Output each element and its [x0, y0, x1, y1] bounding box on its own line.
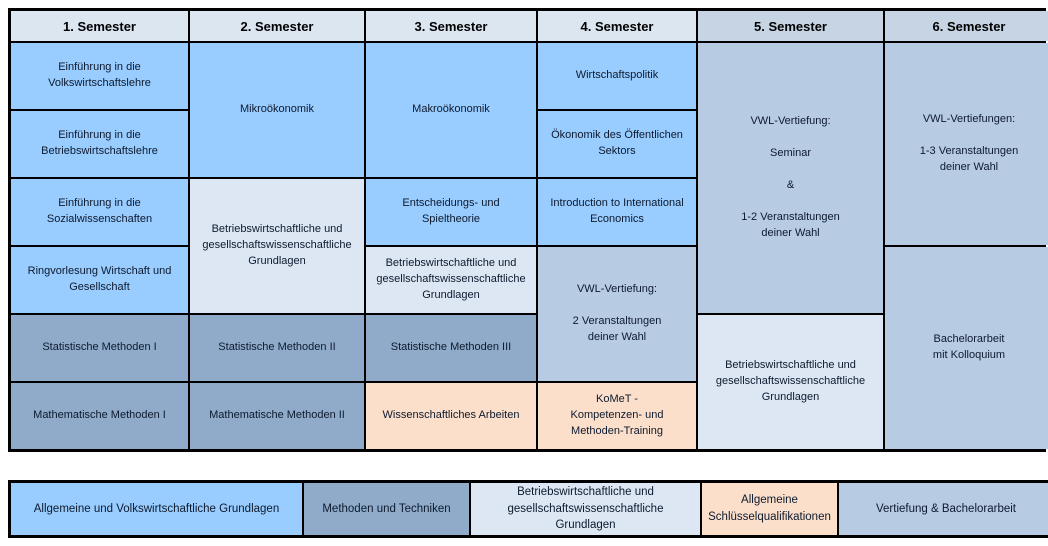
course-cell-mikrooekonomik: Mikroökonomik [190, 43, 364, 177]
course-cell-label: Mathematische Methoden I [33, 409, 166, 422]
course-cell-entscheidungstheorie: Entscheidungs- und Spieltheorie [366, 179, 536, 245]
semester-header-4: 4. Semester [538, 11, 696, 41]
legend-label: Allgemeine und Volkswirtschaftliche Grun… [33, 502, 280, 515]
course-cell-label: Mathematische Methoden II [209, 409, 345, 422]
legend-methoden: Methoden und Techniken [304, 483, 469, 535]
course-cell-label: Betriebswirtschaftliche und gesellschaft… [715, 359, 866, 403]
course-cell-statistik-3: Statistische Methoden III [366, 315, 536, 381]
course-cell-label: Betriebswirtschaftliche und gesellschaft… [376, 257, 526, 301]
legend-label: Allgemeine Schlüsselqualifikationen [708, 494, 831, 523]
category-legend: Allgemeine und Volkswirtschaftliche Grun… [8, 480, 1048, 538]
course-cell-label: Einführung in die Betriebswirtschaftsleh… [41, 129, 158, 157]
semester-header-2: 2. Semester [190, 11, 364, 41]
course-cell-label: Wirtschaftspolitik [575, 69, 659, 82]
legend-vertiefung: Vertiefung & Bachelorarbeit [839, 483, 1048, 535]
course-cell-label: Betriebswirtschaftliche und gesellschaft… [202, 223, 352, 267]
course-cell-label: VWL-Vertiefungen: 1-3 Veranstaltungen de… [919, 113, 1019, 173]
course-cell-vwl-vertiefung-sem5: VWL-Vertiefung: Seminar & 1-2 Veranstalt… [698, 43, 883, 313]
course-cell-einfuehrung-vwl: Einführung in die Volkswirtschaftslehre [11, 43, 188, 109]
semester-header-label: 5. Semester [754, 18, 827, 34]
course-cell-wirtschaftspolitik: Wirtschaftspolitik [538, 43, 696, 109]
course-cell-bwl-grundlagen-sem3: Betriebswirtschaftliche und gesellschaft… [366, 247, 536, 313]
semester-header-1: 1. Semester [11, 11, 188, 41]
course-cell-wissenschaftliches-arbeiten: Wissenschaftliches Arbeiten [366, 383, 536, 449]
course-cell-label: Statistische Methoden II [218, 341, 336, 354]
course-cell-makrooekonomik: Makroökonomik [366, 43, 536, 177]
course-cell-label: Einführung in die Volkswirtschaftslehre [48, 61, 151, 89]
legend-label: Betriebswirtschaftliche und gesellschaft… [507, 486, 664, 532]
course-cell-mathematik-1: Mathematische Methoden I [11, 383, 188, 449]
legend-bwl: Betriebswirtschaftliche und gesellschaft… [471, 483, 700, 535]
semester-header-label: 4. Semester [580, 18, 654, 34]
legend-label: Vertiefung & Bachelorarbeit [875, 502, 1016, 515]
legend-label: Methoden und Techniken [322, 502, 451, 515]
semester-header-label: 2. Semester [240, 18, 314, 34]
study-plan-grid: 1. Semester 2. Semester 3. Semester 4. Seme… [8, 8, 1048, 452]
course-cell-bwl-grundlagen-sem2: Betriebswirtschaftliche und gesellschaft… [190, 179, 364, 313]
course-cell-label: Makroökonomik [412, 103, 490, 116]
course-cell-mathematik-2: Mathematische Methoden II [190, 383, 364, 449]
legend-allgemein: Allgemeine und Volkswirtschaftliche Grun… [11, 483, 302, 535]
course-cell-label: Ökonomik des Öffentlichen Sektors [551, 129, 683, 157]
course-cell-label: Wissenschaftliches Arbeiten [382, 409, 520, 422]
semester-header-label: 6. Semester [932, 18, 1006, 34]
course-cell-label: KoMeT - Kompetenzen- und Methoden-Traini… [570, 393, 664, 437]
semester-header-label: 1. Semester [63, 18, 136, 34]
course-cell-label: VWL-Vertiefung: Seminar & 1-2 Veranstalt… [741, 115, 840, 239]
course-cell-einfuehrung-sozialwiss: Einführung in die Sozialwissenschaften [11, 179, 188, 245]
course-cell-statistik-1: Statistische Methoden I [11, 315, 188, 381]
course-cell-label: Einführung in die Sozialwissenschaften [46, 197, 153, 225]
course-cell-vwl-vertiefungen-sem6: VWL-Vertiefungen: 1-3 Veranstaltungen de… [885, 43, 1048, 245]
course-cell-label: Mikroökonomik [240, 103, 314, 116]
course-cell-bwl-grundlagen-sem5: Betriebswirtschaftliche und gesellschaft… [698, 315, 883, 449]
semester-header-6: 6. Semester [885, 11, 1048, 41]
course-cell-label: Statistische Methoden I [42, 341, 157, 354]
course-cell-oekonomik-oeff-sektor: Ökonomik des Öffentlichen Sektors [538, 111, 696, 177]
semester-header-label: 3. Semester [414, 18, 488, 34]
course-cell-label: Entscheidungs- und Spieltheorie [402, 197, 500, 225]
course-cell-label: Statistische Methoden III [390, 341, 512, 354]
course-cell-statistik-2: Statistische Methoden II [190, 315, 364, 381]
course-cell-label: Introduction to International Economics [550, 197, 684, 225]
course-cell-komet: KoMeT - Kompetenzen- und Methoden-Traini… [538, 383, 696, 449]
semester-header-3: 3. Semester [366, 11, 536, 41]
course-cell-einfuehrung-bwl: Einführung in die Betriebswirtschaftsleh… [11, 111, 188, 177]
semester-header-5: 5. Semester [698, 11, 883, 41]
course-cell-label: Bachelorarbeit mit Kolloquium [932, 333, 1006, 361]
legend-sq: Allgemeine Schlüsselqualifikationen [702, 483, 837, 535]
course-cell-label: Ringvorlesung Wirtschaft und Gesellschaf… [27, 265, 172, 293]
course-cell-ringvorlesung: Ringvorlesung Wirtschaft und Gesellschaf… [11, 247, 188, 313]
course-cell-vwl-vertiefung-sem4: VWL-Vertiefung: 2 Veranstaltungen deiner… [538, 247, 696, 381]
course-cell-label: VWL-Vertiefung: 2 Veranstaltungen deiner… [572, 283, 662, 343]
course-cell-intro-international-econ: Introduction to International Economics [538, 179, 696, 245]
course-cell-bachelorarbeit: Bachelorarbeit mit Kolloquium [885, 247, 1048, 449]
